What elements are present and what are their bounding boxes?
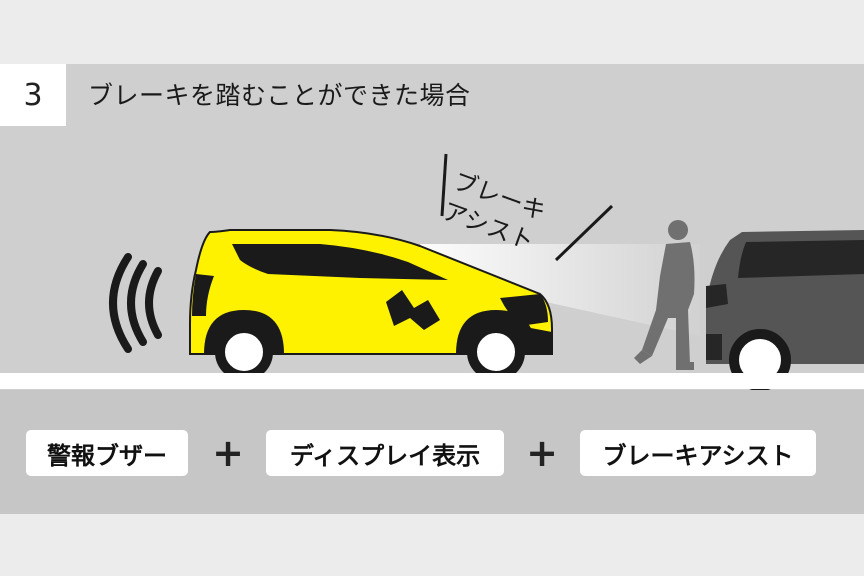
- feature-label: ディスプレイ表示: [289, 441, 481, 470]
- label-line-right: [554, 204, 614, 262]
- yellow-car: [189, 229, 553, 381]
- plus-icon: +: [526, 431, 558, 475]
- pedestrian: [634, 220, 695, 370]
- step-title: ブレーキを踏むことができた場合: [88, 81, 471, 110]
- feature-warning-buzzer: 警報ブザー: [26, 430, 188, 476]
- warning-sound-icon: [109, 253, 162, 353]
- road-line: [0, 373, 864, 389]
- scene-illustration: [109, 153, 864, 390]
- obstacle-car: [706, 230, 864, 390]
- feature-label: ブレーキアシスト: [602, 441, 794, 470]
- feature-display: ディスプレイ表示: [266, 430, 504, 476]
- feature-label: 警報ブザー: [47, 441, 167, 470]
- step-number: 3: [23, 77, 43, 113]
- sensor-beam: [420, 244, 700, 336]
- step-number-badge: 3: [0, 64, 66, 126]
- feature-brake-assist: ブレーキアシスト: [580, 430, 816, 476]
- plus-icon: +: [212, 431, 244, 475]
- label-line-left: [440, 153, 448, 217]
